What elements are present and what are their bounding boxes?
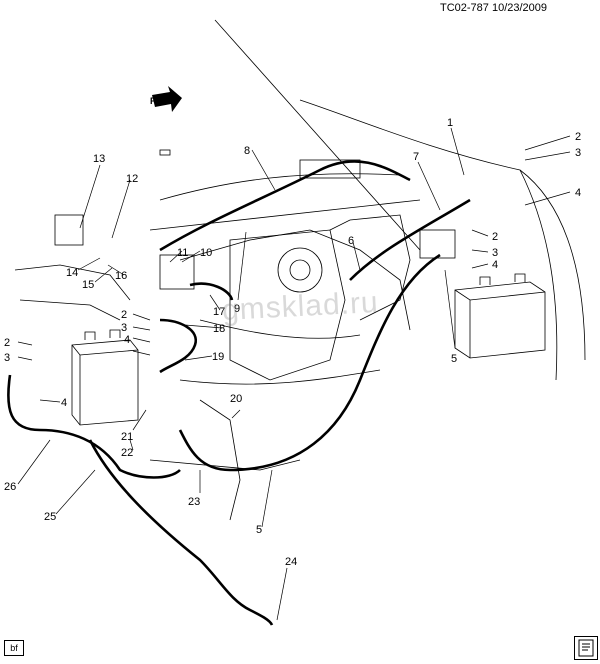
callout-9: 9 [234,303,240,315]
callout-10: 10 [200,247,212,259]
callout-13: 13 [93,153,105,165]
callout-4: 4 [492,259,498,271]
callout-12: 12 [126,173,138,185]
callout-24: 24 [285,556,297,568]
callout-8: 8 [244,145,250,157]
callout-2: 2 [4,337,10,349]
callout-4: 4 [575,187,581,199]
callout-26: 26 [4,481,16,493]
callout-5: 5 [256,524,262,536]
callout-25: 25 [44,511,56,523]
callout-2: 2 [121,309,127,321]
callout-numbers: 1 2 3 4 2 3 4 5 7 8 6 9 10 11 12 13 14 1… [4,117,581,568]
callout-16: 16 [115,270,127,282]
callout-2: 2 [575,131,581,143]
callout-3: 3 [575,147,581,159]
callout-4: 4 [124,334,130,346]
front-arrow-label: FRT [150,96,168,106]
callout-7: 7 [413,151,419,163]
callout-11: 11 [177,247,188,259]
callout-5: 5 [451,353,457,365]
callout-3: 3 [4,352,10,364]
leader-lines [17,127,571,621]
callout-23: 23 [188,496,200,508]
callout-17: 17 [213,306,225,318]
callout-18: 18 [213,323,225,335]
callout-20: 20 [230,393,242,405]
book-icon [574,636,598,660]
callout-1: 1 [447,117,453,129]
front-arrow-icon: FRT [150,86,182,112]
vehicle-structure [14,19,586,521]
callout-14: 14 [66,267,78,279]
diagram-reference: TC02-787 10/23/2009 [440,2,548,14]
callout-22: 22 [121,447,133,459]
callout-21: 21 [121,431,133,443]
callout-19: 19 [212,351,224,363]
callout-4: 4 [61,397,67,409]
callout-3: 3 [492,247,498,259]
footer-mark: bf [4,640,24,656]
callout-15: 15 [82,279,94,291]
callout-2: 2 [492,231,498,243]
battery-cables [7,160,471,626]
callout-3: 3 [121,322,127,334]
callout-6: 6 [348,235,354,247]
